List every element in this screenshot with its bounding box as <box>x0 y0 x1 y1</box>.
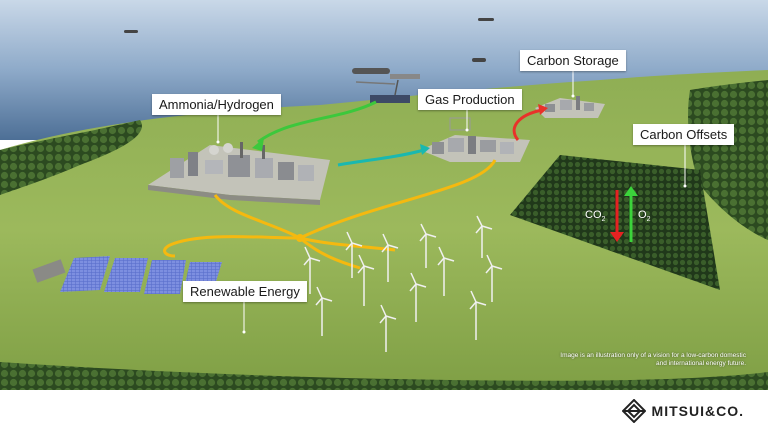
co2-arrowhead <box>610 232 624 242</box>
callout-dot <box>571 94 575 98</box>
flow-arrow-teal <box>420 144 430 155</box>
mitsui-logo-text: MITSUI&CO. <box>651 403 744 419</box>
callout-leaders <box>217 68 686 332</box>
carbon-storage-label: Carbon Storage <box>520 50 626 71</box>
flow-line-red <box>512 108 543 141</box>
ship <box>472 58 486 62</box>
callout-dot <box>242 330 246 334</box>
jetty <box>352 68 420 103</box>
illustration-disclaimer: Image is an illustration only of a visio… <box>560 352 746 367</box>
wind-farm <box>303 215 503 352</box>
callout-dot <box>465 128 469 132</box>
gas-production-plant <box>420 117 530 162</box>
gas-production-label: Gas Production <box>418 89 522 110</box>
land <box>0 70 768 390</box>
ammonia-hydrogen-plant <box>148 142 330 205</box>
carbon-offset-forest <box>510 155 720 290</box>
flow-line-green <box>257 100 377 144</box>
co2-label: CO2 <box>585 209 606 223</box>
flow-arrow-green <box>252 138 264 151</box>
mitsui-logo: MITSUI&CO. <box>621 398 744 424</box>
callout-dot <box>683 184 687 188</box>
ship <box>478 18 494 21</box>
renewable-energy-label: Renewable Energy <box>183 281 307 302</box>
forest-bottom <box>0 362 768 390</box>
flow-line-teal <box>337 148 425 167</box>
carbon-offsets-label: Carbon Offsets <box>633 124 735 145</box>
flow-arrow-red <box>538 104 548 115</box>
solar-farm <box>32 256 222 294</box>
o2-label: O2 <box>638 209 651 223</box>
ship <box>124 30 138 33</box>
forest-right <box>688 80 768 240</box>
carbon-storage-plant <box>535 96 605 118</box>
energy-landscape-scene: CO2 O2 <box>0 0 768 390</box>
ammonia-hydrogen-label: Ammonia/Hydrogen <box>152 94 281 115</box>
mitsui-diamond-logo-icon <box>621 399 646 423</box>
forest-left <box>0 120 142 195</box>
o2-arrowhead <box>624 186 638 196</box>
callout-dot <box>216 140 220 144</box>
flow-junction <box>296 234 304 242</box>
